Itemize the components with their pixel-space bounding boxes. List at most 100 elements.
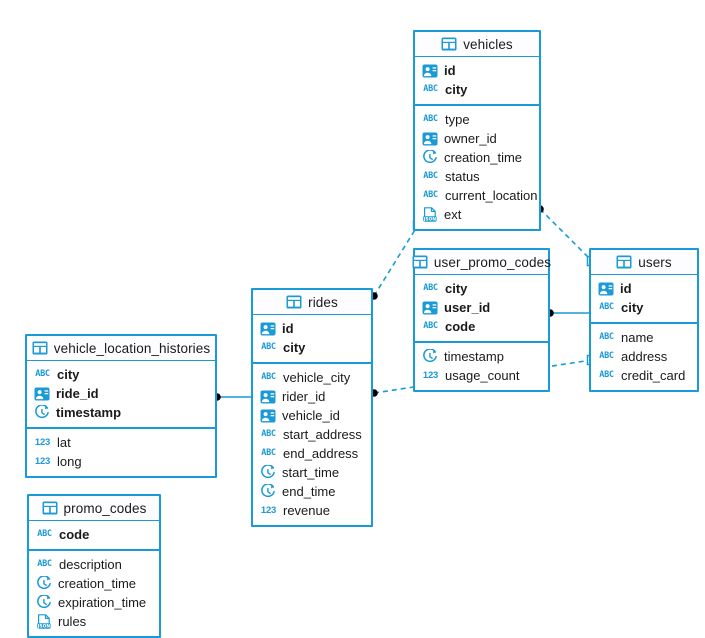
column-name: id bbox=[444, 63, 456, 78]
column-row[interactable]: ABC city bbox=[591, 298, 697, 317]
column-name: creation_time bbox=[444, 150, 523, 165]
json-document-icon: JSON bbox=[36, 614, 52, 629]
column-row[interactable]: ride_id bbox=[27, 384, 215, 403]
abc-icon: ABC bbox=[599, 370, 614, 381]
column-row[interactable]: id bbox=[591, 279, 697, 298]
column-name: address bbox=[621, 349, 668, 364]
column-row[interactable]: creation_time bbox=[415, 148, 539, 167]
column-row[interactable]: owner_id bbox=[415, 129, 539, 148]
abc-icon: ABC bbox=[423, 84, 438, 95]
svg-text:JSON: JSON bbox=[37, 623, 51, 629]
table-header-rides[interactable]: rides bbox=[253, 290, 371, 315]
column-row[interactable]: ABC city bbox=[27, 365, 215, 384]
table-title: vehicles bbox=[463, 36, 513, 52]
id-card-icon bbox=[260, 390, 276, 404]
clock-icon bbox=[260, 465, 276, 480]
column-name: lat bbox=[57, 435, 71, 450]
column-name: city bbox=[445, 281, 468, 296]
column-row[interactable]: timestamp bbox=[27, 403, 215, 422]
abc-icon: ABC bbox=[599, 302, 614, 313]
column-row[interactable]: expiration_time bbox=[29, 593, 159, 612]
column-name: city bbox=[621, 300, 644, 315]
abc-icon: ABC bbox=[35, 369, 50, 380]
column-row[interactable]: rider_id bbox=[253, 387, 371, 406]
column-name: end_address bbox=[283, 446, 359, 461]
column-row[interactable]: end_time bbox=[253, 482, 371, 501]
clock-icon bbox=[34, 405, 50, 420]
column-row[interactable]: id bbox=[253, 319, 371, 338]
table-header-vehicle_location_histories[interactable]: vehicle_location_histories bbox=[27, 336, 215, 361]
column-name: code bbox=[445, 319, 476, 334]
relationship-vehicle-location-histories-to-rides[interactable] bbox=[213, 393, 251, 401]
123-icon: 123 bbox=[34, 436, 51, 448]
table-header-users[interactable]: users bbox=[591, 250, 697, 275]
column-row[interactable]: ABC credit_card bbox=[591, 366, 697, 385]
column-row[interactable]: ABC type bbox=[415, 110, 539, 129]
column-name: long bbox=[57, 454, 82, 469]
column-row[interactable]: id bbox=[415, 61, 539, 80]
column-name: id bbox=[282, 321, 294, 336]
column-name: ext bbox=[444, 207, 462, 222]
column-row[interactable]: ABC city bbox=[415, 80, 539, 99]
column-row[interactable]: timestamp bbox=[415, 347, 548, 366]
column-name: city bbox=[283, 340, 306, 355]
column-row[interactable]: start_time bbox=[253, 463, 371, 482]
column-row[interactable]: vehicle_id bbox=[253, 406, 371, 425]
column-name: rules bbox=[58, 614, 87, 629]
column-name: code bbox=[59, 527, 90, 542]
column-name: rider_id bbox=[282, 389, 326, 404]
column-row[interactable]: 123 lat bbox=[27, 433, 215, 452]
column-name: city bbox=[445, 82, 468, 97]
column-row[interactable]: ABC city bbox=[253, 338, 371, 357]
column-row[interactable]: user_id bbox=[415, 298, 548, 317]
id-card-icon bbox=[598, 282, 614, 296]
json-document-icon: JSON bbox=[422, 207, 438, 222]
table-header-vehicles[interactable]: vehicles bbox=[415, 32, 539, 57]
table-grid-icon bbox=[412, 255, 428, 269]
column-row[interactable]: ABC code bbox=[29, 525, 159, 544]
table-header-promo_codes[interactable]: promo_codes bbox=[29, 496, 159, 521]
abc-icon: ABC bbox=[37, 529, 52, 540]
column-name: credit_card bbox=[621, 368, 686, 383]
column-name: type bbox=[445, 112, 470, 127]
column-name: user_id bbox=[444, 300, 491, 315]
123-icon: 123 bbox=[422, 369, 439, 381]
abc-icon: ABC bbox=[261, 342, 276, 353]
column-name: timestamp bbox=[56, 405, 122, 420]
table-header-user_promo_codes[interactable]: user_promo_codes bbox=[412, 250, 551, 275]
column-row[interactable]: creation_time bbox=[29, 574, 159, 593]
column-row[interactable]: JSON ext bbox=[415, 205, 539, 224]
column-row[interactable]: JSON rules bbox=[29, 612, 159, 631]
abc-icon: ABC bbox=[423, 114, 438, 125]
primary-key-section: ABC city ride_id timestamp bbox=[27, 361, 215, 429]
abc-icon: ABC bbox=[261, 429, 276, 440]
relationship-user-promo-codes-to-users[interactable] bbox=[546, 309, 589, 317]
column-name: city bbox=[57, 367, 80, 382]
